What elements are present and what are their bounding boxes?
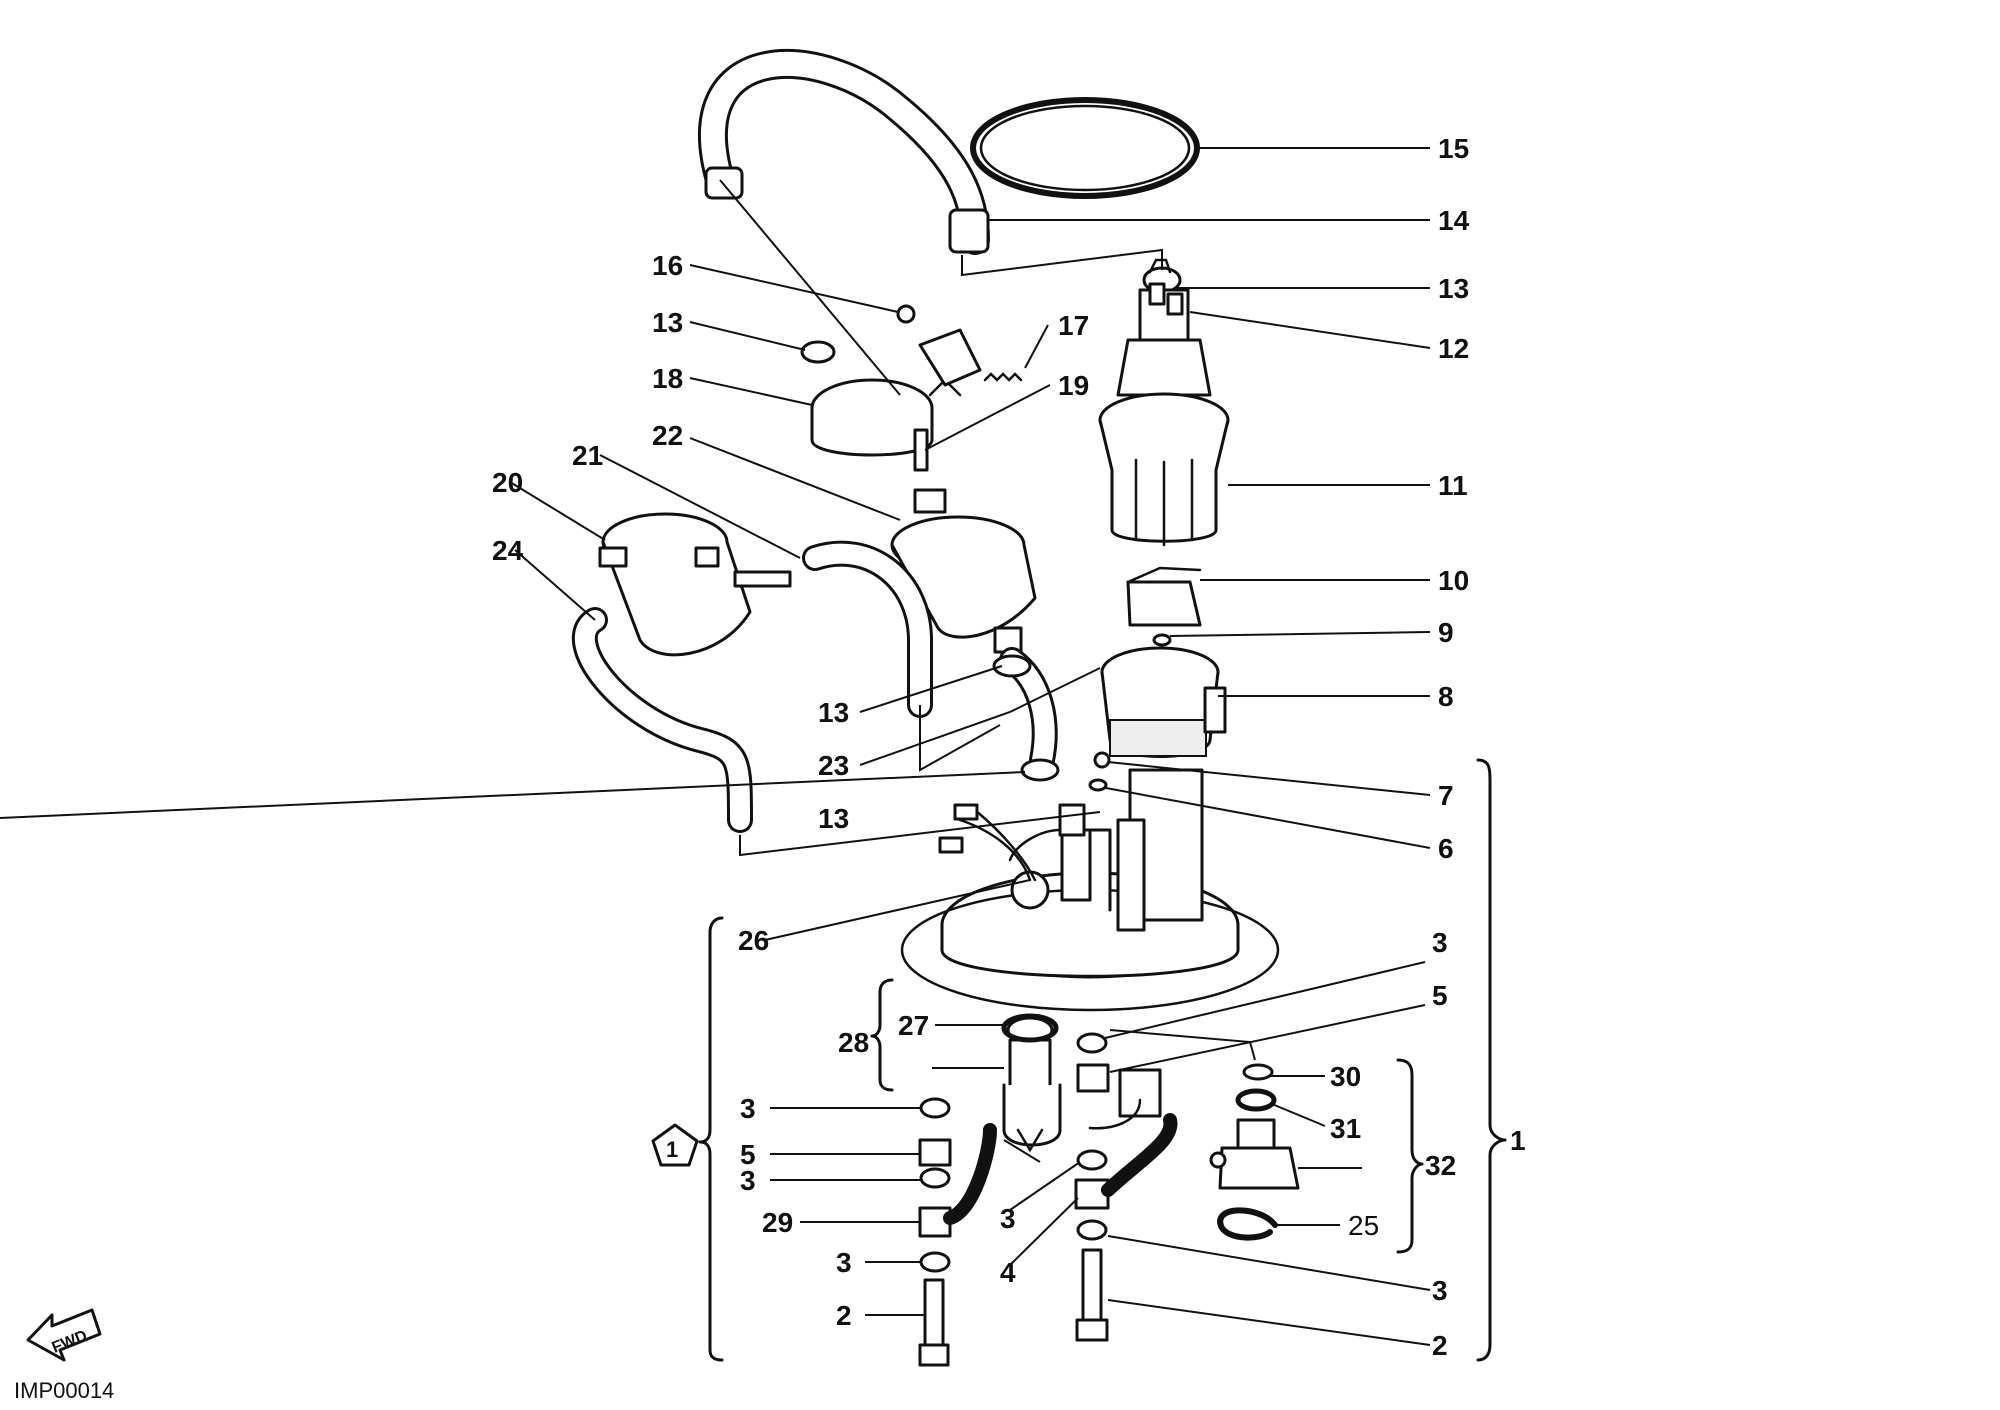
part-26-harness	[938, 803, 1062, 882]
group-brackets	[698, 758, 1507, 1362]
callout-2: 2	[836, 1300, 852, 1331]
callout-4: 4	[1000, 1257, 1016, 1288]
callout-14: 14	[1438, 205, 1470, 236]
callout-16: 16	[652, 250, 683, 281]
callout-30: 30	[1330, 1061, 1361, 1092]
callout-15: 15	[1438, 133, 1469, 164]
part-12-pump-outlet	[1116, 282, 1212, 397]
assembly-pentagon-symbol: 1	[651, 1123, 699, 1167]
part-24-hose	[571, 607, 753, 833]
pump-base-flange	[900, 768, 1280, 1012]
part-30-oring	[1242, 1063, 1274, 1081]
callout-12: 12	[1438, 333, 1469, 364]
part-27-seal	[1001, 1013, 1059, 1043]
callout-13: 13	[818, 803, 849, 834]
callout-27: 27	[898, 1010, 929, 1041]
callout-labels: 15 14 13 12 11 10 9 8 7 6 16 13 18 17 19…	[492, 133, 1526, 1361]
callout-8: 8	[1438, 681, 1454, 712]
part-14-hose	[698, 49, 990, 255]
callout-13: 13	[818, 697, 849, 728]
callout-10: 10	[1438, 565, 1469, 596]
assembly-symbol-number: 1	[666, 1137, 678, 1162]
part-13-clamp-left	[800, 340, 836, 364]
callout-5: 5	[740, 1139, 756, 1170]
callout-25: 25	[1348, 1210, 1379, 1241]
callout-13: 13	[652, 307, 683, 338]
part-23-hose	[992, 647, 1060, 782]
fwd-arrow-icon: FWD	[26, 1308, 102, 1362]
callout-6: 6	[1438, 833, 1454, 864]
callout-11: 11	[1438, 470, 1468, 501]
part-32-regulator	[1209, 1118, 1300, 1190]
callout-28: 28	[838, 1027, 869, 1058]
callout-29: 29	[762, 1207, 793, 1238]
part-28-pump-motor	[1002, 1016, 1062, 1153]
part-11-pump-body	[1098, 392, 1230, 547]
part-18-ring	[810, 378, 962, 457]
callout-17: 17	[1058, 310, 1089, 341]
part-15-oring	[970, 97, 1200, 199]
part-20-regulator	[598, 512, 792, 657]
part-16-nut	[896, 304, 916, 324]
callout-3: 3	[836, 1247, 852, 1278]
callout-13: 13	[1438, 273, 1469, 304]
callout-3: 3	[740, 1165, 756, 1196]
callout-23: 23	[818, 750, 849, 781]
drawing-code: IMP00014	[14, 1378, 114, 1403]
leader-lines	[0, 147, 1431, 1346]
callout-3: 3	[1432, 927, 1448, 958]
callout-3: 3	[1000, 1203, 1016, 1234]
part-10-bracket	[1126, 566, 1202, 627]
callout-21: 21	[572, 440, 603, 471]
part-9-ring	[1152, 633, 1172, 647]
right-fastener-stack	[1074, 1032, 1178, 1342]
callout-20: 20	[492, 467, 523, 498]
callout-1: 1	[1510, 1125, 1526, 1156]
callout-18: 18	[652, 363, 683, 394]
callout-7: 7	[1438, 780, 1454, 811]
part-6-washer	[1088, 778, 1108, 792]
callout-31: 31	[1330, 1113, 1361, 1144]
callout-32: 32	[1425, 1150, 1456, 1181]
left-fastener-stack	[918, 1097, 997, 1367]
part-7-bolt	[1093, 751, 1111, 769]
callout-19: 19	[1058, 370, 1089, 401]
part-21-hose	[802, 540, 933, 718]
callout-24: 24	[492, 535, 524, 566]
part-17-spring	[918, 328, 1023, 387]
callout-26: 26	[738, 925, 769, 956]
callout-9: 9	[1438, 617, 1454, 648]
callout-2: 2	[1432, 1330, 1448, 1361]
part-25-clip	[1217, 1207, 1278, 1241]
callout-5: 5	[1432, 980, 1448, 1011]
callout-3: 3	[1432, 1275, 1448, 1306]
part-31-oring	[1235, 1088, 1277, 1112]
part-8-strainer	[1100, 646, 1227, 758]
callout-22: 22	[652, 420, 683, 451]
callout-3: 3	[740, 1093, 756, 1124]
part-22-filter	[890, 488, 1037, 654]
